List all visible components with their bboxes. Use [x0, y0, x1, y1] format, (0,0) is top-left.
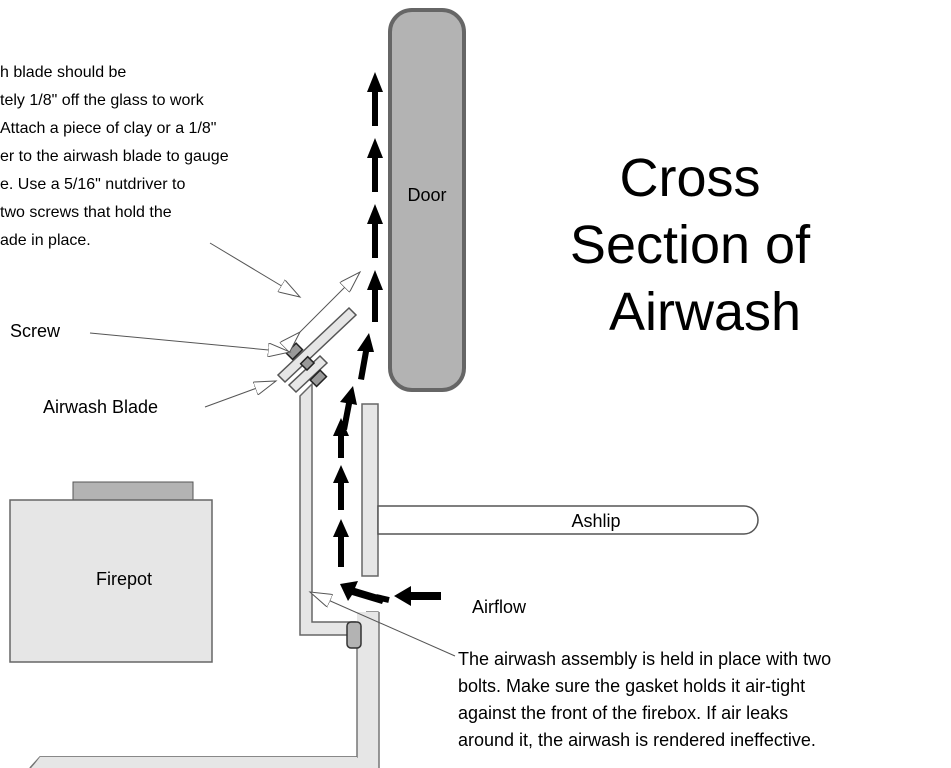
- gap-arrow: [300, 272, 360, 332]
- assembly-note-line-2: bolts. Make sure the gasket holds it air…: [458, 676, 805, 696]
- airflow-arrow-7: [367, 204, 383, 258]
- assembly-note: The airwash assembly is held in place wi…: [458, 649, 831, 750]
- screw-label: Screw: [10, 321, 61, 341]
- title-line-1: Cross: [619, 148, 760, 208]
- blade-note-line-6: two screws that hold the: [0, 204, 172, 221]
- bolt: [346, 621, 362, 649]
- firebox-wall: [357, 612, 379, 768]
- title-line-3: Airwash: [609, 282, 801, 342]
- ashlip-plate: [361, 403, 379, 577]
- airflow-arrow-9: [367, 72, 383, 126]
- airflow-arrow-1: [333, 519, 349, 567]
- airflow-arrow-6: [367, 270, 383, 322]
- airflow-arrows: [333, 72, 441, 606]
- airflow-arrow-corner: [340, 581, 385, 604]
- title-line-2: Section of: [570, 215, 811, 275]
- door-label: Door: [407, 185, 446, 205]
- note-leader: [209, 242, 300, 297]
- screw-leader: [89, 332, 290, 352]
- blade-note-line-3: Attach a piece of clay or a 1/8": [0, 120, 216, 137]
- blade-leader: [204, 381, 276, 408]
- firepot: [9, 499, 213, 663]
- blade-note-line-5: e. Use a 5/16" nutdriver to: [0, 176, 185, 193]
- blade-label: Airwash Blade: [43, 397, 158, 417]
- blade-note-line-4: er to the airwash blade to gauge: [0, 148, 229, 165]
- airflow-arrow-4: [340, 386, 357, 430]
- blade-note-line-7: ade in place.: [0, 232, 91, 249]
- assembly-note-line-1: The airwash assembly is held in place wi…: [458, 649, 831, 669]
- screw-2: [299, 355, 316, 372]
- airflow-arrow-8: [367, 138, 383, 192]
- assembly-note-line-4: around it, the airwash is rendered ineff…: [458, 730, 816, 750]
- blade-mount: [287, 354, 329, 394]
- door: [388, 8, 466, 392]
- airflow-arrow-5: [357, 333, 374, 380]
- assembly-leader: [310, 592, 456, 657]
- firepot-top: [72, 481, 194, 503]
- firepot-label: Firepot: [96, 569, 152, 589]
- assembly-note-line-3: against the front of the firebox. If air…: [458, 703, 788, 723]
- screw-3: [309, 369, 328, 388]
- blade-note-line-1: h blade should be: [0, 64, 126, 81]
- ashlip-label: Ashlip: [571, 511, 620, 531]
- firebox-base: [31, 757, 357, 768]
- ashlip: [377, 505, 759, 535]
- blade-note-line-2: tely 1/8" off the glass to work: [0, 92, 205, 109]
- blade-note: h blade should be tely 1/8" off the glas…: [0, 64, 229, 249]
- airflow-label: Airflow: [472, 597, 527, 617]
- airflow-arrow-2: [333, 465, 349, 510]
- airflow-arrow-in: [394, 586, 441, 606]
